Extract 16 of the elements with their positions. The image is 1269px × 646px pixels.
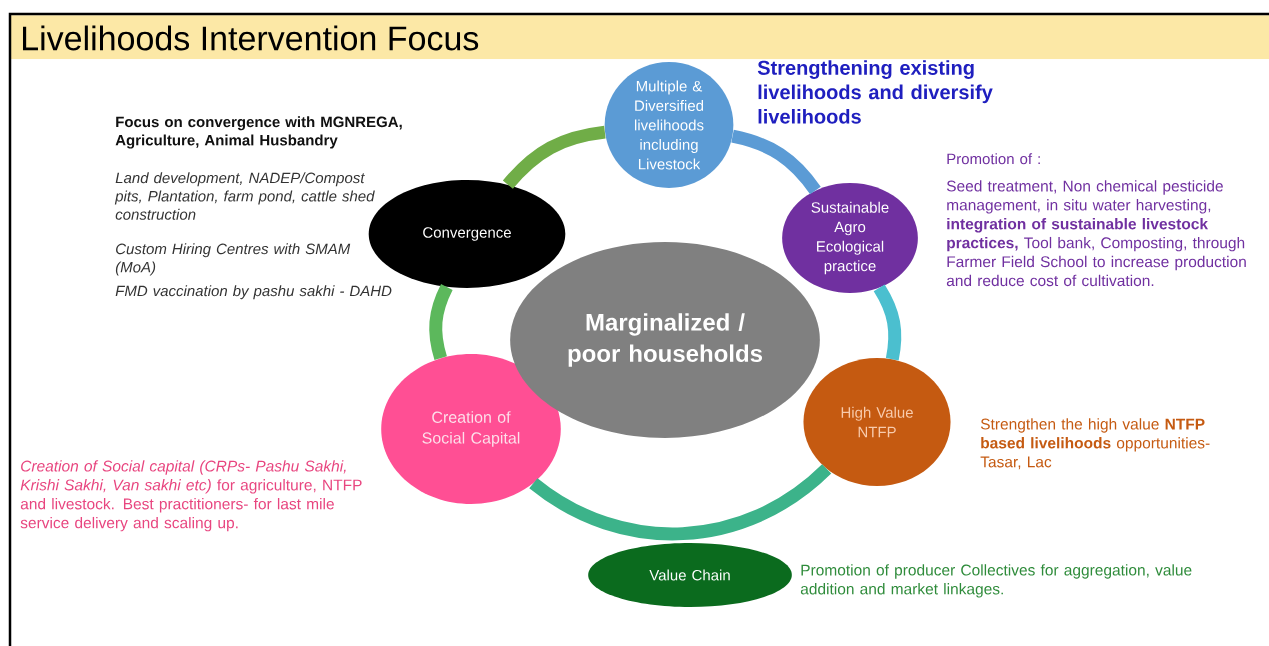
side-text: Creation of Social capital (CRPs- Pashu Sakhi, Krishi Sakhi, Van sakhi etc) for agriculture, NTFP and livestock. Best practitioners- for last mile service delivery and scaling up.: [20, 460, 362, 532]
ring-arc: [731, 129, 821, 195]
side-text: Seed treatment, Non chemical pesticide management, in situ water harvesting, integration of sustainable livestock practices, Tool bank, Composting, through Farmer Field School to increase production and reduce cost of cultivation.: [946, 180, 1246, 287]
side-text: Promotion of :: [947, 153, 1040, 165]
side-text: Land development, NADEP/Compost pits, Plantation, farm pond, cattle shed construction: [114, 172, 375, 220]
side-text: Custom Hiring Centres with SMAM (MoA): [115, 243, 351, 276]
ring-arc: [502, 125, 606, 189]
ring-arc: [873, 284, 902, 361]
title: Livelihoods Intervention Focus: [23, 25, 479, 51]
ring-arc: [429, 284, 453, 360]
side-text: Strengthening existing livelihoods and diversify livelihoods: [757, 60, 993, 124]
side-text: Focus on convergence with MGNREGA, Agriculture, Animal Husbandry: [115, 116, 402, 149]
side-text: Promotion of producer Collectives for aggregation, value addition and market linkages.: [800, 564, 1192, 598]
ring-arc: [529, 464, 831, 541]
side-text: FMD vaccination by pashu sakhi - DAHD: [115, 285, 392, 300]
side-text: Strengthen the high value NTFP based livelihoods opportunities- Tasar, Lac: [980, 418, 1210, 470]
